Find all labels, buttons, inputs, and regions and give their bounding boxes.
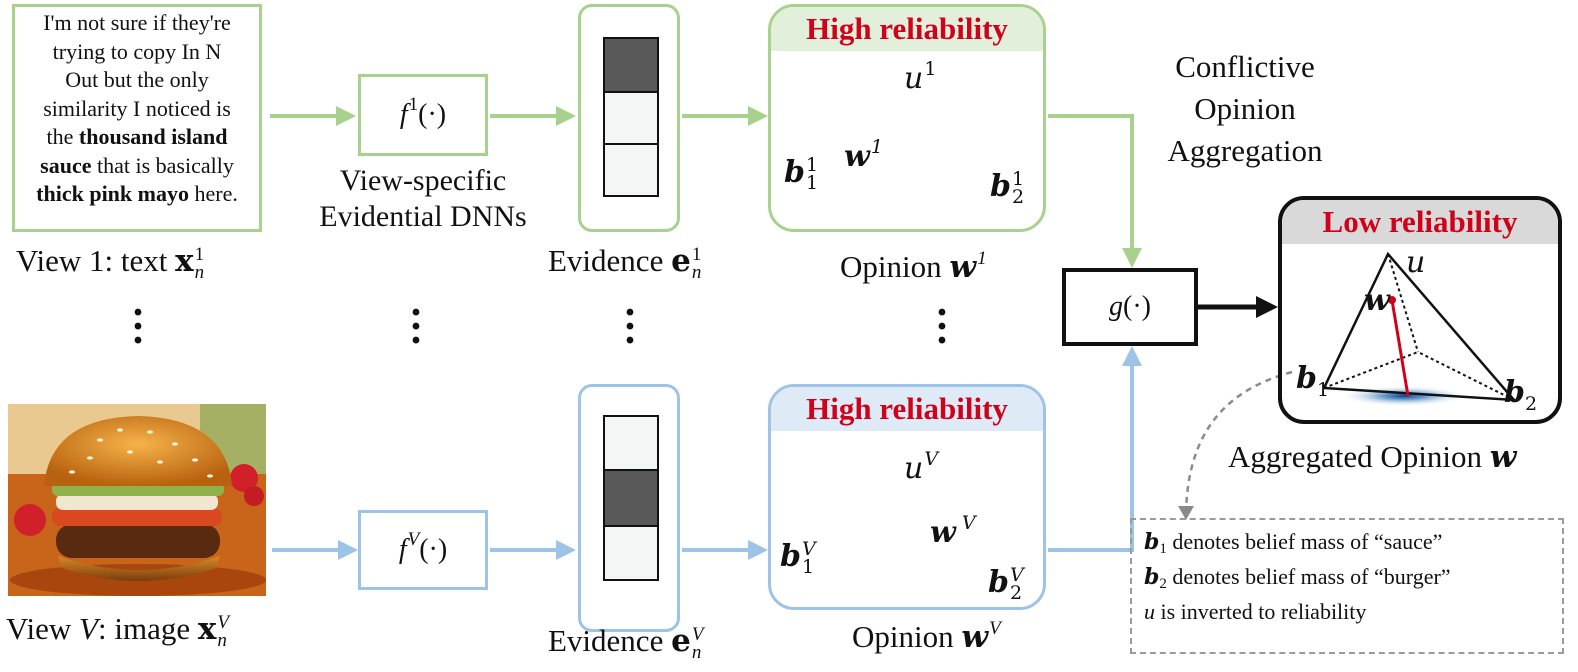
reliability-badge: High reliability — [771, 387, 1043, 431]
blue-flow-arrows — [272, 346, 1142, 560]
ellipsis-opinions: ··· — [934, 290, 949, 364]
viewV-network-box: fV(·) — [358, 510, 488, 590]
aggregation-function-box: g(·) — [1062, 268, 1198, 346]
viewV-opinion-box: High reliability — [768, 384, 1046, 610]
opinion-point-label: w — [1364, 283, 1390, 318]
review-text-run: I'm not sure if they're — [43, 10, 231, 35]
review-text-line: sauce that is basically — [15, 152, 259, 181]
review-text-line: Out but the only — [15, 66, 259, 95]
legend-item-u: u is inverted to reliability — [1144, 599, 1367, 624]
review-text-emphasis: sauce — [40, 152, 92, 178]
vertex-b1-label: b1 — [1296, 361, 1330, 402]
evidence-cell-2 — [603, 469, 659, 527]
review-text-run: similarity I noticed is — [43, 95, 231, 121]
vertex-u-label: uV — [904, 448, 939, 486]
review-text-emphasis: thick pink mayo — [36, 181, 189, 206]
aggregation-title: Conflictive Opinion Aggregation — [1167, 49, 1323, 168]
legend-item-b1: b1 denotes belief mass of “sauce” — [1144, 529, 1443, 557]
review-text-line: thick pink mayo here. — [15, 180, 259, 209]
review-text-line: similarity I noticed is — [15, 95, 259, 124]
vertex-u-label: u1 — [904, 58, 937, 96]
vertex-b2-label: b2 — [1504, 375, 1538, 416]
view1-evidence-box — [578, 4, 680, 232]
burger-image — [8, 404, 266, 596]
view1-opinion-box: High reliability — [768, 4, 1046, 232]
review-text-run: here. — [188, 181, 238, 206]
review-text-line: trying to copy In N — [15, 38, 259, 67]
reliability-badge: Low reliability — [1282, 200, 1558, 244]
vertex-u-label: u — [1406, 245, 1426, 280]
legend-box: b1 denotes belief mass of “sauce” b2 den… — [1130, 518, 1564, 654]
review-text-run: that is basically — [91, 152, 234, 178]
review-text-line: I'm not sure if they're — [15, 9, 259, 38]
review-text-line: the thousand island — [15, 123, 259, 152]
review-text-run: the — [46, 124, 79, 149]
aggregation-arrow — [1198, 296, 1278, 318]
view1-text-box: I'm not sure if they're trying to copy In… — [12, 4, 262, 232]
ellipsis-networks: ··· — [408, 290, 423, 364]
evidence-cell-1 — [603, 415, 659, 471]
evidence-cell-2 — [603, 91, 659, 145]
evidence-cell-3 — [603, 143, 659, 197]
view1-network-box: f1(·) — [358, 74, 488, 156]
ellipsis-views: ··· — [130, 290, 145, 364]
legend-item-b2: b2 denotes belief mass of “burger” — [1144, 564, 1451, 592]
viewV-evidence-box — [578, 384, 680, 632]
evidence-cell-1 — [603, 37, 659, 93]
reliability-badge: High reliability — [771, 7, 1043, 51]
aggregated-opinion-label: Aggregated Opinion w — [1228, 439, 1517, 475]
legend-pointer-arrow — [1178, 370, 1293, 520]
review-text-emphasis: thousand island — [78, 124, 228, 149]
review-text-run: Out but the only — [65, 67, 209, 92]
aggregated-opinion-box: Low reliability — [1278, 196, 1562, 424]
viewV-opinion-label: Opinion wV — [852, 618, 1001, 655]
opinion-point-label: w1 — [844, 136, 883, 174]
review-text-run: trying to copy In N — [52, 38, 222, 64]
opinion-simplex-aggregated — [1322, 251, 1517, 406]
evidence-cell-3 — [603, 525, 659, 581]
view1-opinion-label: Opinion w1 — [840, 248, 987, 285]
green-flow-arrows — [270, 106, 1142, 268]
network-label: View-specific Evidential DNNs — [319, 164, 527, 233]
ellipsis-evidence: ··· — [622, 290, 637, 364]
